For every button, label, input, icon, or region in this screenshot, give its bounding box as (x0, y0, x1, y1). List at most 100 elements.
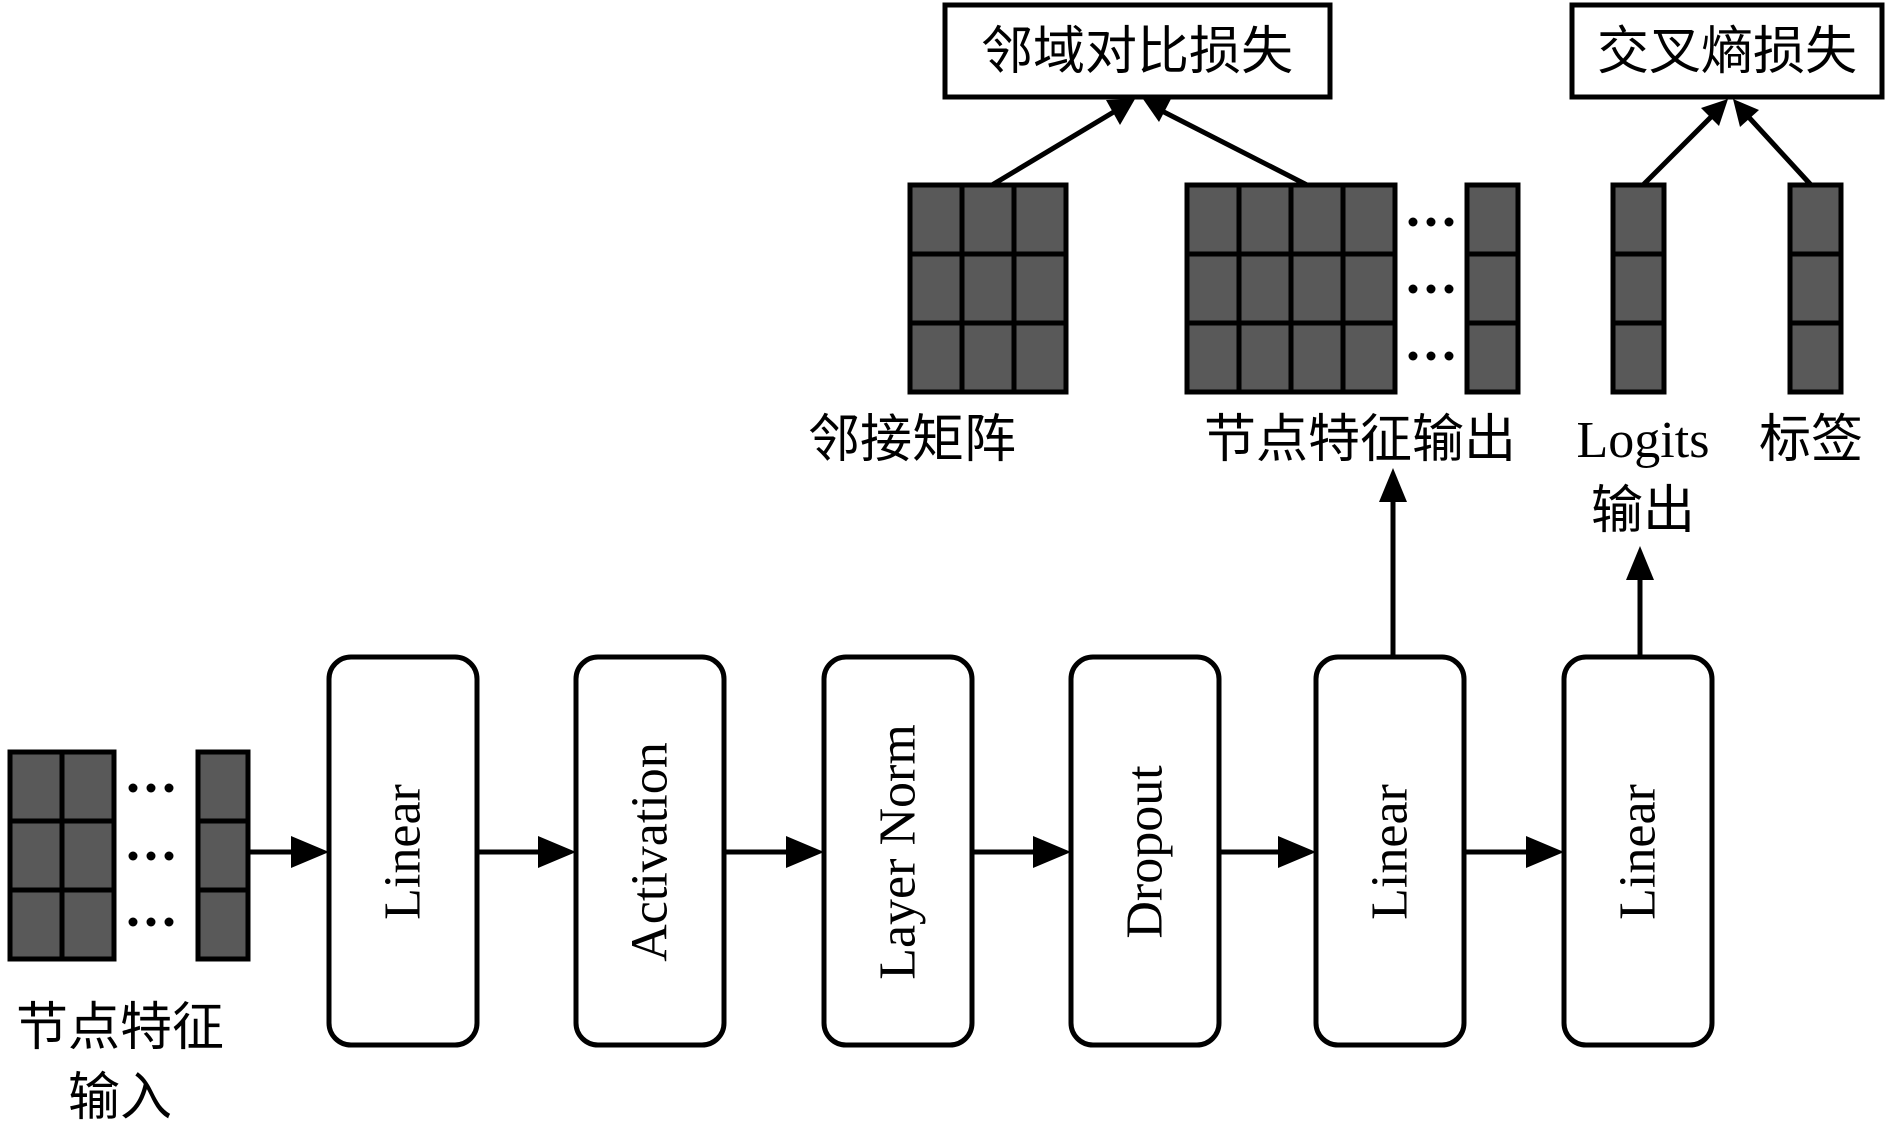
node-feature-output-matrix (1184, 182, 1398, 395)
adjacency-matrix-cell (907, 251, 965, 326)
node-feature-output-matrix-cell (1288, 320, 1346, 395)
labels-column-cell (1787, 251, 1844, 326)
adjacency-matrix-cell (1011, 320, 1069, 395)
adjacency-matrix-cell (959, 182, 1017, 257)
node-feature-output-last-column-cell (1464, 182, 1521, 257)
logits-output-label-line1: Logits (1577, 412, 1710, 469)
cross-entropy-loss-box: 交叉熵损失 (1569, 2, 1885, 100)
neighborhood-contrastive-loss-box: 邻域对比损失 (942, 2, 1333, 100)
node-feature-input-ellipsis-dot (128, 917, 138, 927)
node-feature-output-last-column-cell (1464, 320, 1521, 395)
logits-to-ce-line (1641, 110, 1718, 187)
node-feature-input-ellipsis-dot (146, 783, 156, 793)
pipeline-arrows (248, 836, 1564, 868)
node-feature-output-ellipsis (1408, 217, 1454, 361)
linear6-to-logits-arrowhead (1626, 546, 1654, 580)
node-feature-output-matrix-cell (1288, 182, 1346, 257)
adjacency-matrix-cell (907, 320, 965, 395)
node-feature-output-matrix-cell (1236, 320, 1294, 395)
logits-output-column-cell (1610, 182, 1667, 257)
labels-column (1787, 182, 1844, 395)
node-feature-output-ellipsis-dot (1426, 351, 1436, 361)
adjacency-matrix-label: 邻接矩阵 (808, 412, 1016, 469)
pipeline-blocks: Linear Activation Layer Norm Dropout Linear L… (326, 654, 1715, 1048)
node-feature-output-matrix-cell (1340, 251, 1398, 326)
node-feature-output-ellipsis-dot (1426, 284, 1436, 294)
logits-output-column-cell (1610, 251, 1667, 326)
node-feature-input-matrix-cell (59, 749, 117, 824)
labels-column-cell (1787, 320, 1844, 395)
node-feature-input-label-line1: 节点特征 (16, 1000, 224, 1057)
pipeline-arrowhead (786, 836, 824, 868)
neighborhood-contrastive-loss-label: 邻域对比损失 (981, 24, 1293, 81)
features-to-loss-arrowhead (1143, 97, 1172, 122)
node-feature-output-ellipsis-dot (1408, 351, 1418, 361)
node-feature-output-last-column (1464, 182, 1521, 395)
logits-output-column-cell (1610, 320, 1667, 395)
node-feature-output-ellipsis-dot (1408, 217, 1418, 227)
pipeline-block-label: Linear (1362, 784, 1419, 920)
pipeline-block-label: Layer Norm (870, 724, 927, 980)
labels-label: 标签 (1759, 412, 1863, 469)
node-feature-output-ellipsis-dot (1426, 217, 1436, 227)
pipeline-arrowhead (538, 836, 576, 868)
node-feature-input-matrix-cell (7, 818, 65, 893)
cross-entropy-loss-label: 交叉熵损失 (1597, 24, 1857, 81)
node-feature-input-label-line2: 输入 (68, 1070, 172, 1127)
pipeline-arrowhead (1278, 836, 1316, 868)
logits-to-ce-arrowhead (1701, 99, 1728, 126)
adjacency-matrix-cell (959, 320, 1017, 395)
logits-output-label-line2: 输出 (1591, 483, 1695, 540)
adjacency-to-loss-line (990, 107, 1119, 188)
node-feature-input-ellipsis-dot (146, 851, 156, 861)
linear5-to-features-arrowhead (1379, 468, 1407, 502)
pipeline-block-2: Activation (573, 654, 727, 1048)
adjacency-matrix-cell (959, 251, 1017, 326)
node-feature-output-label: 节点特征输出 (1204, 412, 1516, 469)
node-feature-output-ellipsis-dot (1444, 217, 1454, 227)
features-to-loss-line (1160, 108, 1309, 188)
pipeline-block-6: Linear (1561, 654, 1715, 1048)
node-feature-input-ellipsis (128, 783, 174, 927)
pipeline-block-label: Linear (375, 784, 432, 920)
labels-column-cell (1787, 182, 1844, 257)
node-feature-input-ellipsis-dot (164, 917, 174, 927)
adjacency-matrix-cell (1011, 251, 1069, 326)
node-feature-input-last-column-cell (195, 818, 251, 893)
node-feature-output-last-column-cell (1464, 251, 1521, 326)
node-feature-input-last-column-cell (195, 887, 251, 962)
loss-arrows (990, 97, 1813, 188)
node-feature-output-matrix-cell (1288, 251, 1346, 326)
node-feature-input-matrix-cell (7, 887, 65, 962)
node-feature-output-matrix-cell (1184, 182, 1242, 257)
pipeline-block-4: Dropout (1068, 654, 1222, 1048)
pipeline-block-5: Linear (1313, 654, 1467, 1048)
node-feature-input-ellipsis-dot (164, 783, 174, 793)
adjacency-to-loss-arrowhead (1106, 99, 1135, 125)
node-feature-input-matrix-cell (59, 887, 117, 962)
node-feature-input-ellipsis-dot (128, 783, 138, 793)
node-feature-output-matrix-cell (1184, 251, 1242, 326)
node-feature-input-matrix (7, 749, 117, 962)
pipeline-block-3: Layer Norm (821, 654, 975, 1048)
node-feature-input-last-column-cell (195, 749, 251, 824)
pipeline-arrowhead (291, 836, 329, 868)
adjacency-matrix (907, 182, 1069, 395)
node-feature-output-ellipsis-dot (1408, 284, 1418, 294)
node-feature-output-matrix-cell (1340, 320, 1398, 395)
node-feature-output-ellipsis-dot (1444, 351, 1454, 361)
output-arrows (1379, 468, 1654, 655)
pipeline-block-label: Activation (622, 742, 679, 962)
logits-output-column (1610, 182, 1667, 395)
pipeline-block-label: Linear (1610, 784, 1667, 920)
node-feature-output-matrix-cell (1236, 182, 1294, 257)
pipeline-block-1: Linear (326, 654, 480, 1048)
pipeline-block-label: Dropout (1117, 765, 1174, 939)
node-feature-output-matrix-cell (1236, 251, 1294, 326)
node-feature-input-ellipsis-dot (128, 851, 138, 861)
labels-to-ce-line (1742, 110, 1813, 187)
node-feature-input-ellipsis-dot (164, 851, 174, 861)
pipeline-arrowhead (1526, 836, 1564, 868)
node-feature-input-matrix-cell (59, 818, 117, 893)
